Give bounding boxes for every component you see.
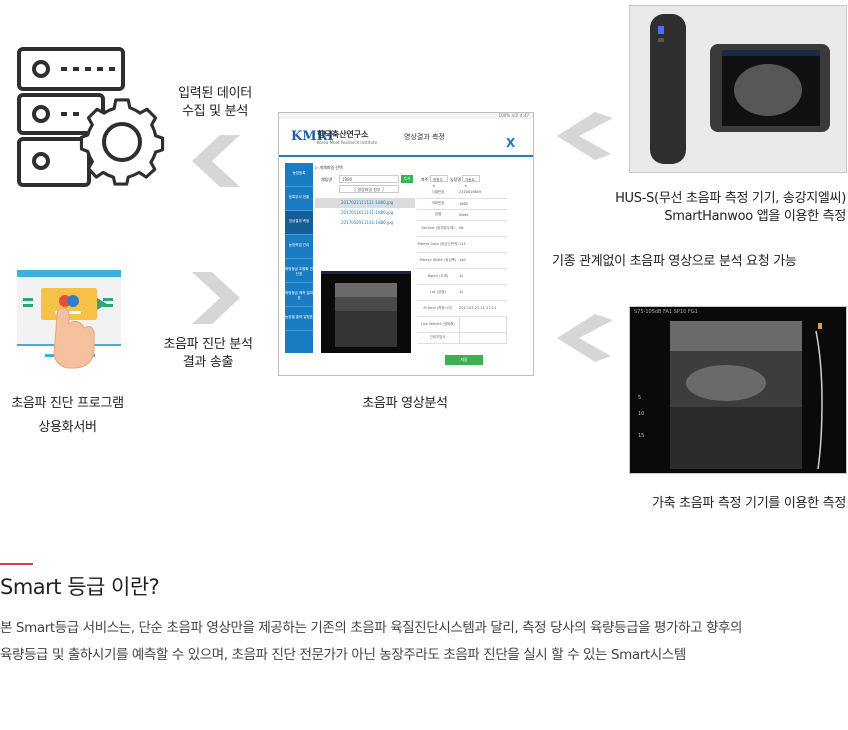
field-name: Ribeye Width (등심폭) bbox=[417, 252, 459, 269]
field-name: Backfat (등지방두께) bbox=[417, 220, 459, 237]
field-name: 성별 bbox=[417, 209, 459, 221]
caption-line: SmartHanwoo 앱을 이용한 측정 bbox=[664, 209, 846, 224]
sidebar-item[interactable]: 영상결과 측정 bbox=[285, 211, 313, 235]
caption-line: HUS-S(무선 초음파 측정 기기, 송강지엘씨) bbox=[615, 191, 846, 206]
field-row: Backfat (등지방두께)08 bbox=[417, 220, 507, 237]
close-icon[interactable]: X bbox=[506, 136, 516, 150]
farm-input[interactable]: 1980 bbox=[339, 175, 399, 183]
field-name: Batch (두께) bbox=[417, 268, 459, 285]
farm-label: 채팅명 bbox=[321, 177, 333, 182]
device-caption: HUS-S(무선 초음파 측정 기기, 송강지엘씨) SmartHanwoo 앱… bbox=[560, 190, 846, 226]
section-description: 본 Smart등급 서비스는, 단순 초음파 영상만을 제공하는 기존의 초음파… bbox=[0, 615, 848, 669]
depth-tick: 5 bbox=[638, 395, 642, 401]
collect-analyze-caption: 입력된 데이터 수집 및 분석 bbox=[160, 85, 270, 121]
arrow-upleft-icon bbox=[555, 110, 615, 166]
filter-select[interactable]: 한원우 ▾ bbox=[430, 175, 448, 188]
sidebar-item[interactable]: 육량등급 초음파 진단표 bbox=[285, 259, 313, 283]
arrow-downleft-icon bbox=[555, 312, 615, 368]
field-name: 식별번호 bbox=[417, 187, 459, 199]
file-select-label: ▷ 개체파일 선택 bbox=[315, 165, 343, 170]
kmri-logo: KMRI bbox=[291, 129, 334, 144]
status-bar: 100% 오후 4:47 bbox=[279, 113, 533, 119]
org-subname: Korea Meat Research Institute bbox=[317, 140, 378, 145]
field-value[interactable]: 1880 bbox=[459, 198, 507, 210]
app-sidebar: 농장등록 등록우사 현황 영상결과 측정 농장작업 관리 육량등급 초음파 진단… bbox=[285, 163, 313, 353]
field-row: Ribeye Area (등심단면적)111 bbox=[417, 236, 507, 253]
ultrasound-preview bbox=[321, 271, 411, 353]
field-name: 개체번호 bbox=[417, 198, 459, 210]
server-gear-icon bbox=[15, 45, 170, 195]
result-send-caption: 초음파 진단 분석 결과 송출 bbox=[152, 336, 264, 372]
filter-select[interactable]: 자동트 ▾ bbox=[462, 175, 480, 188]
arrow-left-icon bbox=[192, 135, 242, 191]
filter-label: 축주 bbox=[421, 177, 429, 182]
field-value[interactable]: 2310816605 bbox=[459, 187, 507, 199]
file-item[interactable]: 2017052911111-1880.jpg bbox=[341, 220, 394, 225]
save-button[interactable]: 저장 bbox=[445, 355, 483, 365]
sidebar-item[interactable]: 농장작업 관리 bbox=[285, 235, 313, 259]
field-value[interactable]: 12 bbox=[459, 284, 507, 301]
org-name: 한국축산연구소 bbox=[317, 130, 369, 139]
file-item[interactable]: 2017022111111-1880.jpg bbox=[315, 198, 415, 208]
monitor-hand-icon bbox=[15, 268, 125, 373]
sidebar-item[interactable]: 농장등록 bbox=[285, 163, 313, 187]
filter-label: 농장명 bbox=[450, 177, 462, 182]
field-row: M-time (측정시각)2017-03-21 11:11:11 bbox=[417, 300, 507, 317]
arrow-right-icon bbox=[192, 272, 242, 328]
caption-line: 수집 및 분석 bbox=[182, 104, 248, 119]
field-value[interactable] bbox=[458, 331, 507, 344]
field-name: M-time (측정시각) bbox=[417, 300, 459, 317]
add-button[interactable]: 추가 bbox=[401, 175, 413, 183]
server-label-line: 초음파 진단 프로그램 bbox=[11, 396, 124, 411]
field-value[interactable]: Steer bbox=[459, 209, 507, 221]
field-value[interactable]: 140 bbox=[459, 252, 507, 269]
depth-tick: 10 bbox=[638, 411, 645, 417]
sidebar-item[interactable]: 등록우사 현황 bbox=[285, 187, 313, 211]
description-line: 육량등급 및 출하시기를 예측할 수 있으며, 초음파 진단 전문가가 아닌 농… bbox=[0, 647, 686, 663]
field-row: Batch (두께)12 bbox=[417, 268, 507, 285]
depth-tick: 15 bbox=[638, 433, 645, 439]
center-label: 초음파 영상분석 bbox=[362, 396, 448, 411]
field-row: 근내지방도 bbox=[417, 331, 507, 344]
field-row: Lot (유형)12 bbox=[417, 284, 507, 301]
sidebar-item[interactable]: 농장별 출하 일정표 bbox=[285, 307, 313, 331]
field-name: Lot (유형) bbox=[417, 284, 459, 301]
device-photo bbox=[629, 5, 847, 173]
field-name: Ribeye Area (등심단면적) bbox=[417, 236, 459, 253]
file-list: 2017022111111-1880.jpg 2017051611111-188… bbox=[315, 198, 415, 228]
server-label: 초음파 진단 프로그램 상용화서버 bbox=[0, 392, 135, 440]
section-accent-bar bbox=[0, 563, 33, 565]
field-name: 근내지방도 bbox=[417, 332, 459, 344]
field-value[interactable]: 2017-03-21 11:11:11 bbox=[459, 300, 507, 317]
app-header: KMRI 한국축산연구소 Korea Meat Research Institu… bbox=[279, 119, 533, 157]
ultrasound-photo: S75-105dB FA1 SP10 FG1 5 10 15 bbox=[629, 306, 847, 474]
description-line: 본 Smart등급 서비스는, 단순 초음파 영상만을 제공하는 기존의 초음파… bbox=[0, 620, 743, 636]
field-value[interactable]: 12 bbox=[459, 268, 507, 285]
field-row: Ribeye Width (등심폭)140 bbox=[417, 252, 507, 269]
sidebar-item[interactable]: 육량등급 예측 결과표 bbox=[285, 283, 313, 307]
field-value[interactable]: 111 bbox=[459, 236, 507, 253]
ultrasound-header: S75-105dB FA1 SP10 FG1 bbox=[634, 309, 698, 315]
field-row: Live Weight (생체중) bbox=[417, 315, 507, 333]
app-screenshot: 100% 오후 4:47 KMRI 한국축산연구소 Korea Meat Res… bbox=[278, 112, 534, 376]
server-label-line: 상용화서버 bbox=[38, 420, 97, 435]
field-value[interactable]: 08 bbox=[459, 220, 507, 237]
livestock-device-caption: 가축 초음파 측정 기기를 이용한 측정 bbox=[651, 496, 846, 511]
section-title: Smart 등급 이란? bbox=[0, 575, 160, 599]
caption-line: 초음파 진단 분석 bbox=[163, 337, 253, 352]
app-title: 영상결과 측정 bbox=[404, 133, 445, 141]
field-name: Live Weight (생체중) bbox=[417, 316, 459, 333]
field-value[interactable] bbox=[458, 315, 507, 333]
analysis-caption: 기종 관계없이 초음파 영상으로 분석 요청 가능 bbox=[552, 254, 797, 269]
caption-line: 결과 송출 bbox=[182, 355, 234, 370]
caption-line: 입력된 데이터 bbox=[178, 86, 252, 101]
file-item[interactable]: 2017051611111-1880.jpg bbox=[341, 210, 394, 215]
attach-file-button[interactable]: [ 영상파일 첨부 ] bbox=[339, 185, 399, 193]
